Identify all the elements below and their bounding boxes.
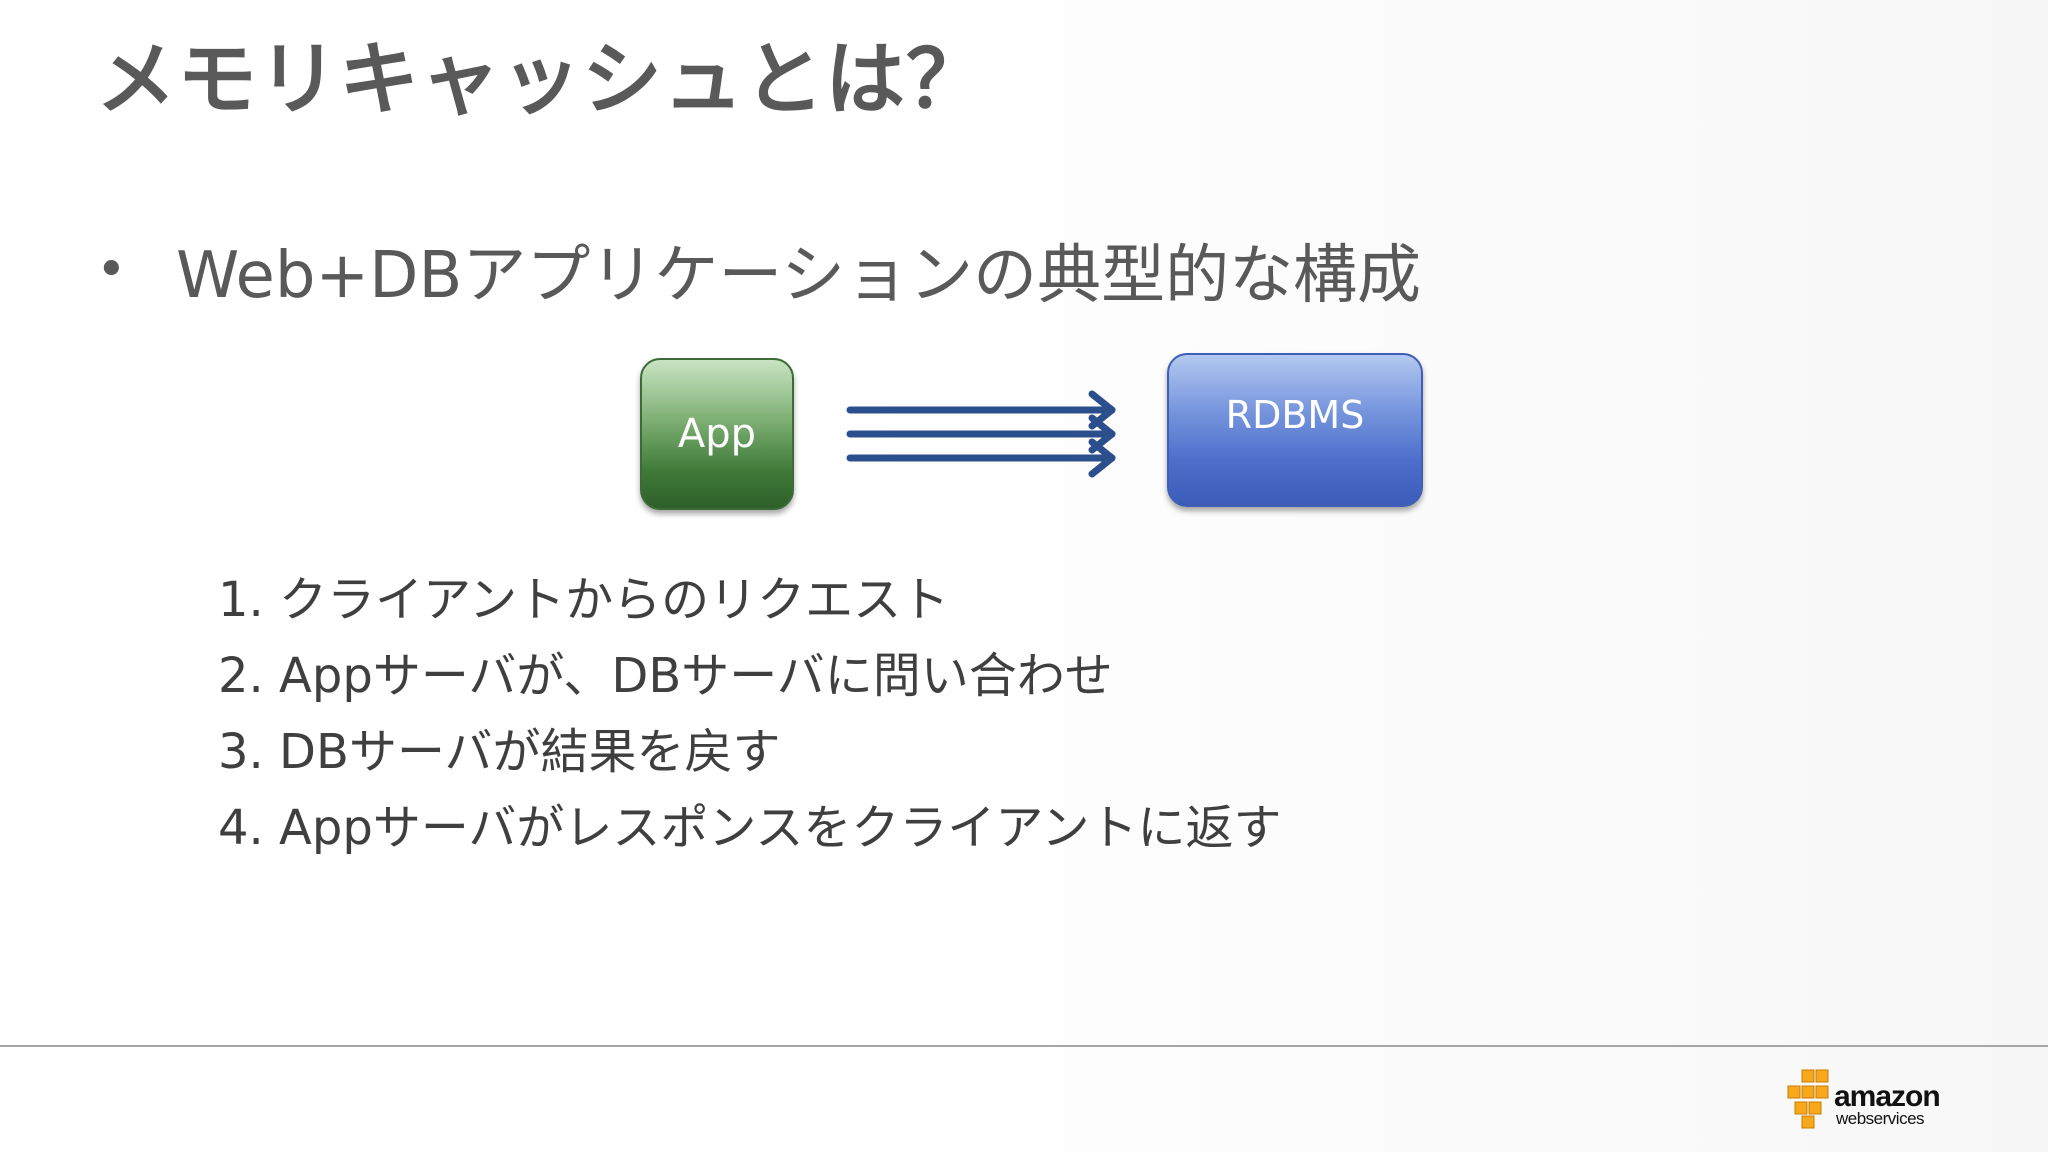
app-box: App <box>640 358 794 510</box>
step-item: 3. DBサーバが結果を戻す <box>218 724 781 780</box>
arrow-2 <box>846 414 1116 454</box>
steps-list: 1. クライアントからのリクエスト 2. Appサーバが、DBサーバに問い合わせ… <box>218 562 1281 866</box>
footer-divider <box>0 1045 2048 1047</box>
app-label: App <box>677 411 757 457</box>
aws-logo: amazon webservices <box>1786 1068 1946 1130</box>
slide-title: メモリキャッシュとは？ <box>96 33 987 126</box>
step-item: 1. クライアントからのリクエスト <box>218 572 950 628</box>
arrow-1 <box>846 390 1116 430</box>
aws-cubes-icon <box>1787 1069 1829 1129</box>
bullet-symbol: • <box>96 240 127 300</box>
bullet-item: • Web+DBアプリケーションの典型的な構成 <box>96 225 1421 315</box>
bullet-text: Web+DBアプリケーションの典型的な構成 <box>176 239 1422 313</box>
aws-logo-word: amazon <box>1834 1080 1941 1113</box>
step-item: 2. Appサーバが、DBサーバに問い合わせ <box>218 648 1113 704</box>
rdbms-label: RDBMS <box>1225 393 1365 437</box>
aws-logo-sub: webservices <box>1836 1109 1925 1128</box>
rdbms-box: RDBMS <box>1167 353 1423 507</box>
arrow-3 <box>846 438 1116 478</box>
step-item: 4. Appサーバがレスポンスをクライアントに返す <box>218 800 1282 856</box>
request-arrows <box>846 390 1116 478</box>
